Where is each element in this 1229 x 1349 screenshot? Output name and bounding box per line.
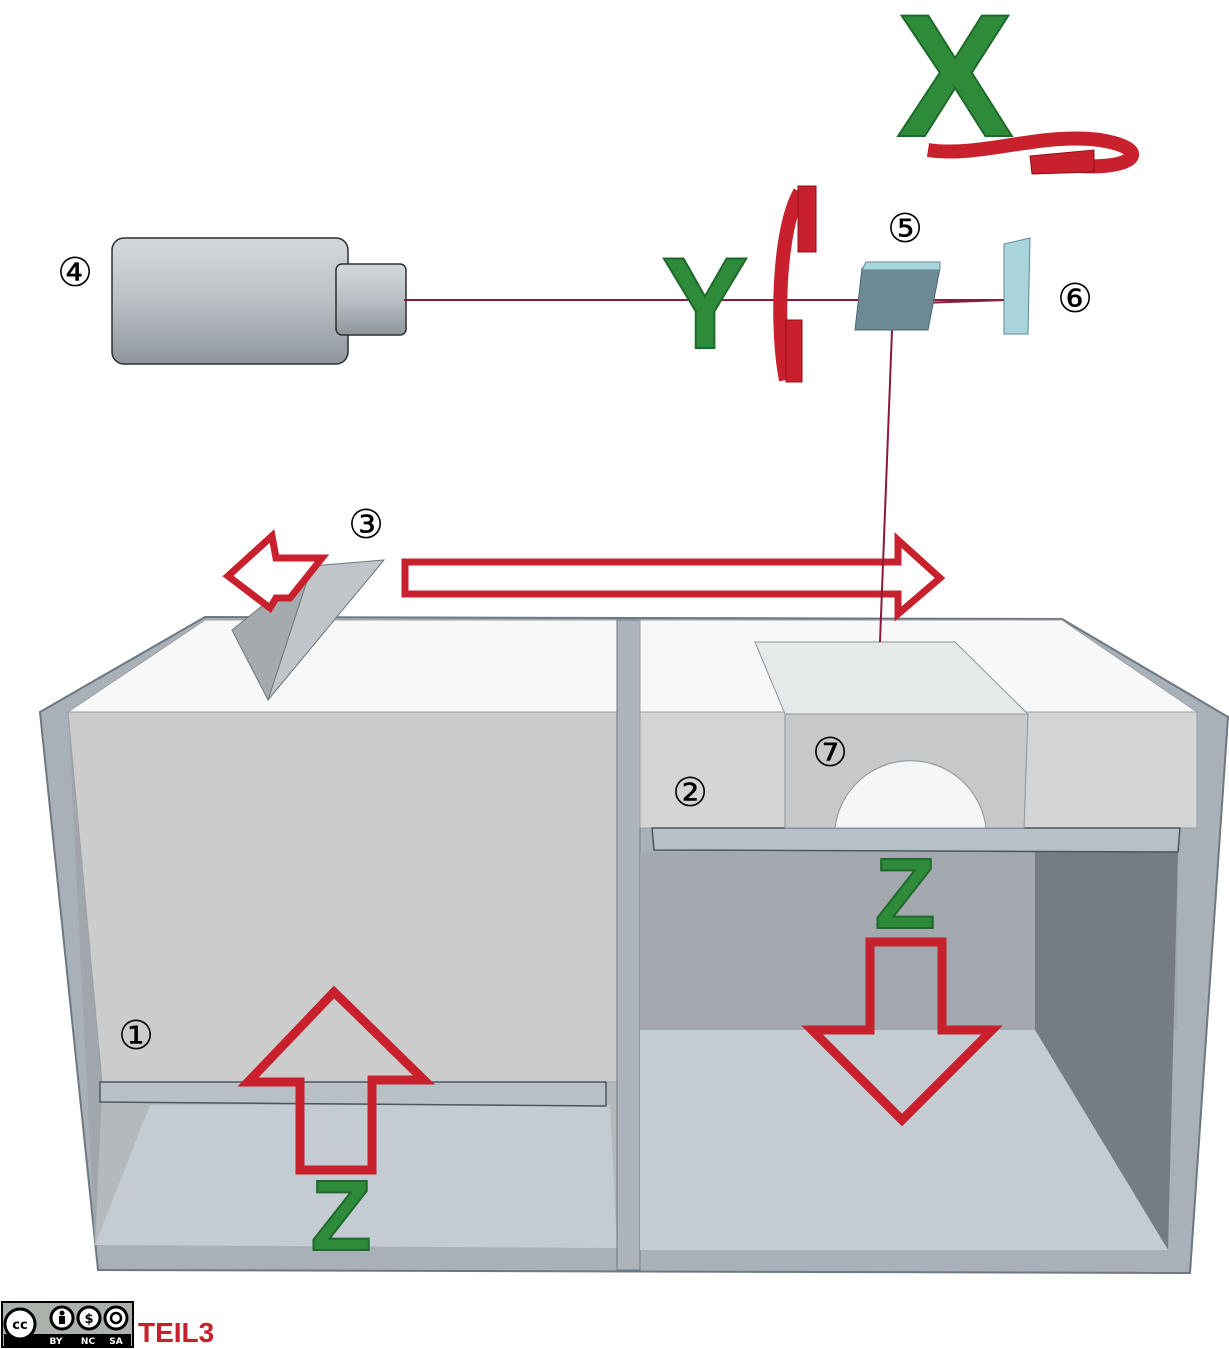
- brand-logo: TEIL3: [138, 1317, 214, 1348]
- sa-symbol-icon: [109, 1311, 123, 1325]
- cc-badge-bottom-bar: [4, 1334, 131, 1346]
- left-piston-plate: [99, 1081, 607, 1107]
- sa-sharealike-icon: [103, 1305, 129, 1331]
- rotation-arrow-y-head-bottom: [785, 319, 803, 383]
- cc-sa-label: SA: [109, 1337, 122, 1347]
- cc-logo-icon: [3, 1307, 37, 1341]
- printed-part-arch: [834, 760, 987, 829]
- z-arrow-up-left: [237, 985, 436, 1175]
- z-arrow-down-right: [801, 937, 1003, 1127]
- marker-1: ①: [118, 1013, 154, 1059]
- recoater-top: [267, 559, 386, 701]
- right-chamber-side-wall: [1035, 852, 1178, 1250]
- printed-part: [754, 641, 1030, 829]
- cc-license-badge: cc $ BY NC SA: [1, 1301, 134, 1348]
- marker-4: ④: [57, 250, 93, 296]
- chamber-divider: [616, 619, 641, 1271]
- axis-label-y: Y: [662, 230, 749, 376]
- cc-by-label: BY: [50, 1337, 63, 1347]
- rotation-arrow-x-icon: [926, 131, 1140, 175]
- rotation-arrow-x-head: [1029, 149, 1095, 175]
- rotation-arrow-y-head-top: [797, 185, 817, 253]
- axis-label-z-right: Z: [874, 838, 935, 950]
- marker-3: ③: [348, 502, 384, 548]
- nc-symbol-icon: $: [84, 1312, 93, 1327]
- cc-logo-text: cc: [12, 1318, 27, 1333]
- second-mirror-face: [1003, 237, 1031, 335]
- laser-body: [111, 237, 349, 365]
- rotation-arrow-y-arc: [773, 188, 807, 382]
- marker-6: ⑥: [1057, 276, 1093, 322]
- nc-noncommercial-icon: [76, 1305, 102, 1331]
- marker-7: ⑦: [812, 730, 848, 776]
- recoater-arrow-left: [222, 529, 330, 614]
- axis-label-z-left: Z: [310, 1160, 371, 1272]
- scan-mirror-top: [861, 261, 941, 271]
- by-body-icon: [59, 1316, 65, 1324]
- recoater-motion-arrows: [222, 529, 946, 622]
- scan-mirror-face: [854, 267, 941, 331]
- cc-nc-label: NC: [81, 1337, 96, 1347]
- build-box: [38, 615, 1229, 1275]
- rotation-arrow-x-arc: [926, 131, 1140, 174]
- rotation-arrow-y-icon: [773, 185, 817, 383]
- marker-5: ⑤: [887, 206, 923, 252]
- by-head-icon: [59, 1310, 65, 1316]
- laser-source: [111, 237, 407, 365]
- marker-2: ②: [672, 770, 708, 816]
- second-mirror: [1003, 237, 1031, 335]
- laser-nozzle: [335, 263, 407, 336]
- left-powder-top: [66, 619, 618, 713]
- recoater-arrow-right: [401, 532, 946, 622]
- right-chamber-floor: [640, 1030, 1168, 1250]
- left-chamber-floor: [95, 1105, 617, 1248]
- scan-mirror: [854, 261, 941, 331]
